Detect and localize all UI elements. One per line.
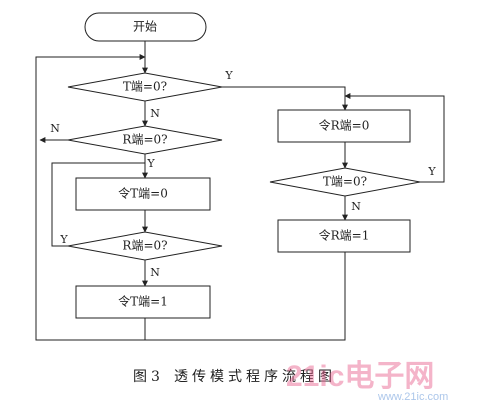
d1-no-label: N bbox=[150, 107, 160, 120]
edge-d4-yes-loop bbox=[344, 93, 445, 183]
p1-label: 令T端=0 bbox=[118, 186, 168, 201]
edge-p4-return bbox=[145, 252, 346, 341]
edge-d1-yes bbox=[222, 86, 348, 111]
start-label: 开始 bbox=[133, 20, 157, 34]
d4-no-label: N bbox=[351, 200, 361, 213]
d3-no-label: N bbox=[150, 266, 160, 279]
process-set-t-0 bbox=[75, 177, 211, 211]
process-set-r-0 bbox=[277, 109, 411, 143]
d1-label: T端=0? bbox=[123, 80, 167, 94]
edge-d3-yes-loop bbox=[51, 162, 145, 247]
decision-r-equals-0-second bbox=[67, 231, 223, 261]
p3-label: 令R端=0 bbox=[319, 118, 370, 133]
edge-main-loop-return bbox=[35, 54, 146, 341]
d3-yes-label: Y bbox=[59, 233, 68, 246]
d3-label: R端=0? bbox=[122, 239, 167, 253]
d1-yes-label: Y bbox=[224, 69, 233, 82]
figure-caption: 图3 透传模式程序流程图 bbox=[0, 366, 479, 386]
p4-label: 令R端=1 bbox=[319, 228, 370, 243]
d2-yes-label: Y bbox=[146, 157, 155, 170]
d4-label: T端=0? bbox=[323, 175, 367, 189]
d2-label: R端=0? bbox=[122, 133, 167, 147]
watermark-url: www.21ic.com bbox=[377, 391, 448, 403]
watermark-logo: 21ic电子网 www.21ic.com bbox=[286, 360, 448, 403]
watermark-logo-text: 21ic电子网 bbox=[286, 360, 434, 393]
figure-number: 图3 bbox=[133, 369, 164, 385]
d2-no-label: N bbox=[50, 122, 60, 135]
figure-title: 透传模式程序流程图 bbox=[173, 369, 336, 385]
d4-yes-label: Y bbox=[427, 165, 436, 178]
decision-r-equals-0-first bbox=[67, 125, 223, 155]
process-set-t-1 bbox=[75, 285, 211, 319]
p2-label: 令T端=1 bbox=[118, 294, 168, 309]
